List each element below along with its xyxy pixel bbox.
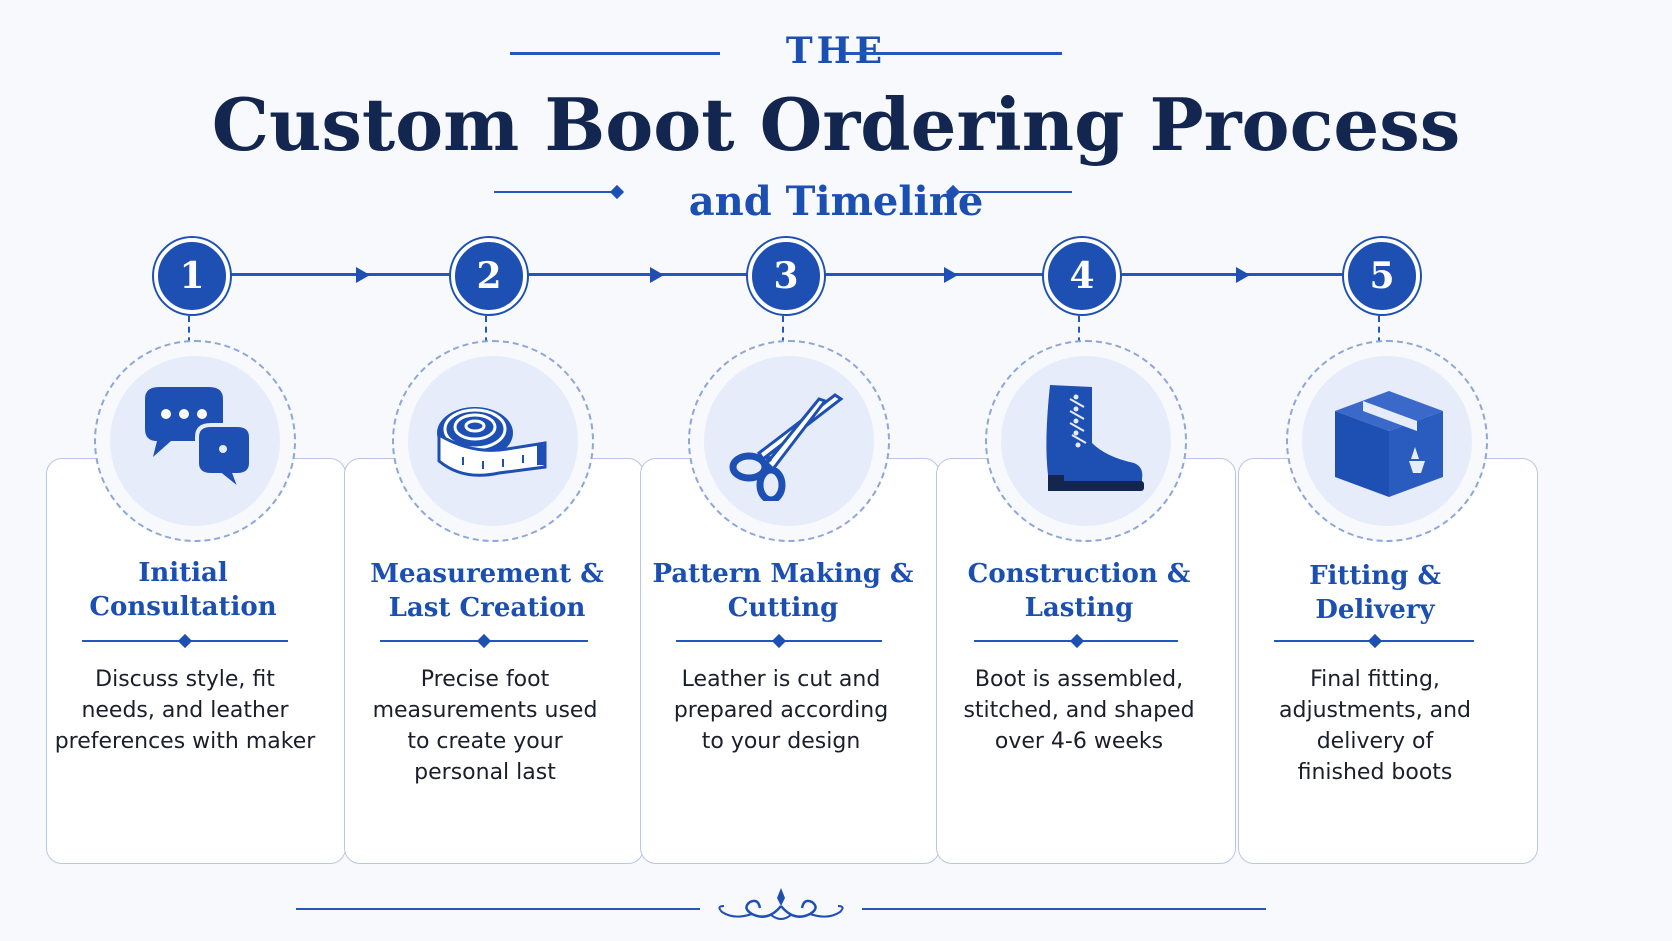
- footer-rule-left: [296, 908, 700, 910]
- scissors-icon: [729, 393, 844, 501]
- step-connector-2: [485, 316, 487, 354]
- step-title-5: Fitting &Delivery: [1309, 561, 1441, 625]
- step-badge-4: 4: [1044, 238, 1120, 314]
- timeline-arrow-3: [944, 267, 958, 283]
- step-connector-3: [782, 316, 784, 354]
- page-title: Custom Boot Ordering Process: [211, 82, 1461, 167]
- package-box-icon: [1335, 391, 1443, 497]
- step-connector-5: [1378, 316, 1380, 354]
- measuring-tape-icon: [437, 407, 547, 477]
- timeline-arrow-2: [650, 267, 664, 283]
- timeline-arrow-4: [1236, 267, 1250, 283]
- step-badge-2: 2: [451, 238, 527, 314]
- kicker-rule-left: [510, 52, 720, 55]
- speech-bubbles-icon: [145, 387, 253, 498]
- step-icon-ring-1: [94, 340, 296, 542]
- step-connector-1: [188, 316, 190, 354]
- step-badge-1: 1: [154, 238, 230, 314]
- footer-rule-right: [862, 908, 1266, 910]
- subtitle-rule-left: [494, 191, 618, 193]
- subtitle-rule-right: [956, 191, 1072, 193]
- timeline-arrow-1: [356, 267, 370, 283]
- step-icon-ring-4: [985, 340, 1187, 542]
- step-badge-5: 5: [1344, 238, 1420, 314]
- flourish-ornament-icon: [718, 888, 844, 920]
- step-badge-3: 3: [748, 238, 824, 314]
- step-icon-ring-5: [1286, 340, 1488, 542]
- step-icon-ring-3: [688, 340, 890, 542]
- step-icon-ring-2: [392, 340, 594, 542]
- kicker-rule-right: [844, 52, 1062, 55]
- step-title-3: Pattern Making &Cutting: [652, 559, 914, 623]
- page-subtitle: and Timeline: [688, 178, 984, 225]
- boot-icon: [1046, 385, 1144, 491]
- step-title-4: Construction &Lasting: [967, 559, 1191, 623]
- step-title-2: Measurement &Last Creation: [370, 559, 604, 623]
- step-connector-4: [1078, 316, 1080, 354]
- header-kicker: THE: [785, 30, 887, 72]
